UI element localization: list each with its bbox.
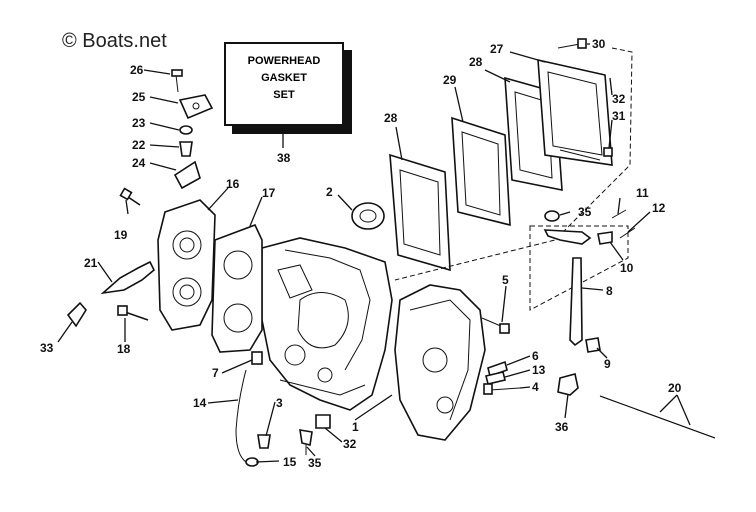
callout-14: 14 — [193, 396, 207, 410]
callout-3: 3 — [276, 396, 283, 410]
callout-22: 22 — [132, 138, 146, 152]
link-arm — [543, 229, 592, 245]
bracket-24 — [173, 160, 201, 190]
bolt-18 — [117, 305, 149, 321]
callout-33: 32 — [343, 437, 357, 451]
watermark: © Boats.net — [62, 30, 167, 52]
fuel-pump-rod-8 — [569, 257, 583, 347]
callout-10: 10 — [620, 261, 634, 275]
callout-18: 18 — [117, 342, 131, 356]
valve-22 — [179, 141, 193, 157]
callout-6: 6 — [532, 349, 539, 363]
bracket-25 — [178, 94, 214, 120]
reed-plate-cover — [537, 58, 613, 166]
callout-24: 24 — [132, 156, 146, 170]
callout-15: 15 — [283, 455, 297, 469]
callout-17: 17 — [262, 186, 276, 200]
callout-31: 31 — [612, 109, 626, 123]
callout-1: 1 — [352, 420, 359, 434]
callout-35: 35 — [578, 205, 592, 219]
callout-5: 5 — [502, 273, 509, 287]
bolt-5 — [481, 317, 511, 334]
callout-38: 38 — [277, 151, 291, 165]
fitting-7 — [251, 351, 263, 365]
callout-19: 19 — [114, 228, 128, 242]
callout-8: 8 — [606, 284, 613, 298]
head-gasket — [211, 223, 263, 353]
callout-4: 4 — [532, 380, 539, 394]
callout-29: 29 — [443, 73, 457, 87]
screw-26 — [171, 69, 183, 93]
clip-34 — [66, 301, 87, 328]
callout-27: 27 — [490, 42, 504, 56]
pin-6 — [487, 360, 508, 378]
fitting-9 — [585, 337, 601, 353]
callout-37: 36 — [555, 420, 569, 434]
screw-36 — [299, 429, 313, 455]
callout-20: 20 — [668, 381, 682, 395]
callout-34: 33 — [40, 341, 54, 355]
callout-21: 21 — [84, 256, 98, 270]
screw-10 — [597, 231, 613, 245]
hose-14 — [235, 369, 247, 463]
screw-30 — [557, 38, 587, 49]
hose-20 — [599, 395, 716, 439]
gasket-set-line-1: POWERHEAD — [247, 55, 321, 67]
callout-12: 12 — [652, 201, 666, 215]
nut-35 — [544, 210, 560, 222]
cylinder-block — [261, 237, 393, 411]
callout-28-rear: 28 — [469, 55, 483, 69]
clip-33 — [315, 414, 331, 429]
callout-11: 11 — [636, 186, 649, 200]
intake-gasket-front — [389, 153, 451, 272]
pin-13 — [485, 371, 506, 385]
spark-plug-21 — [100, 260, 155, 295]
bearing — [351, 202, 385, 230]
gasket-set-line-3: SET — [273, 89, 295, 101]
powerhead-gasket-set-label: POWERHEAD GASKET SET — [224, 42, 344, 126]
bolt-4 — [483, 383, 521, 395]
intake-cover — [451, 116, 511, 227]
callout-2: 2 — [326, 185, 333, 199]
gasket-set-line-2: GASKET — [261, 72, 307, 84]
screw-12 — [619, 227, 636, 239]
callout-26: 26 — [130, 63, 144, 77]
callout-labels: 38 26 25 23 22 24 16 17 2 19 21 33 18 7 … — [40, 37, 682, 470]
callout-30: 30 — [592, 37, 606, 51]
elbow-fitting-37 — [557, 373, 579, 396]
bolt-19 — [119, 187, 141, 206]
callout-23: 23 — [132, 116, 146, 130]
crankcase — [394, 284, 486, 441]
callout-36: 35 — [308, 456, 322, 470]
callout-9: 9 — [604, 357, 611, 371]
callout-25: 25 — [132, 90, 146, 104]
screw-31 — [603, 147, 613, 157]
callout-28-front: 28 — [384, 111, 398, 125]
callout-13: 13 — [532, 363, 546, 377]
screw-11 — [611, 209, 627, 219]
washer-23 — [179, 125, 193, 135]
callout-16: 16 — [226, 177, 240, 191]
fitting-3 — [257, 434, 271, 449]
callout-7: 7 — [212, 366, 219, 380]
callout-32: 32 — [612, 92, 626, 106]
cylinder-head — [157, 199, 216, 331]
